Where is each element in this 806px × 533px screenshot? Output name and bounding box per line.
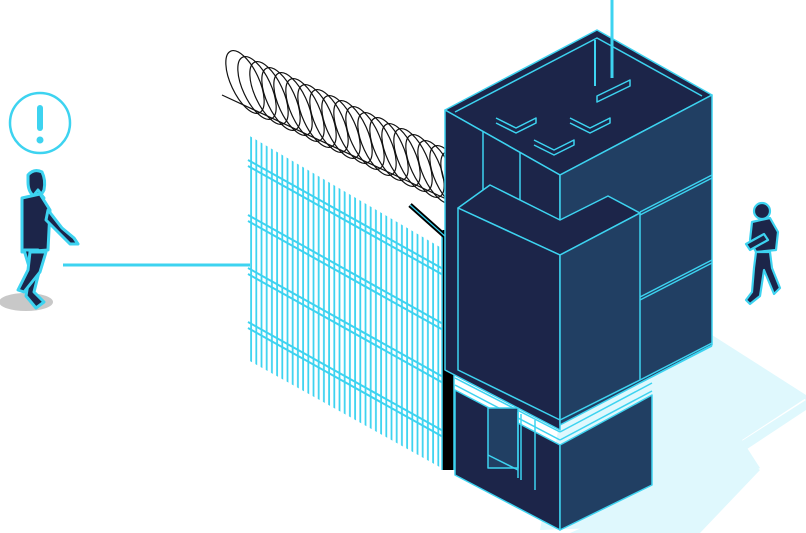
mesh-fence <box>247 135 446 470</box>
security-guard-figure <box>744 201 782 306</box>
secured-building <box>444 0 713 531</box>
person-on-phone-figure <box>16 169 80 310</box>
alert-icon <box>8 91 72 155</box>
